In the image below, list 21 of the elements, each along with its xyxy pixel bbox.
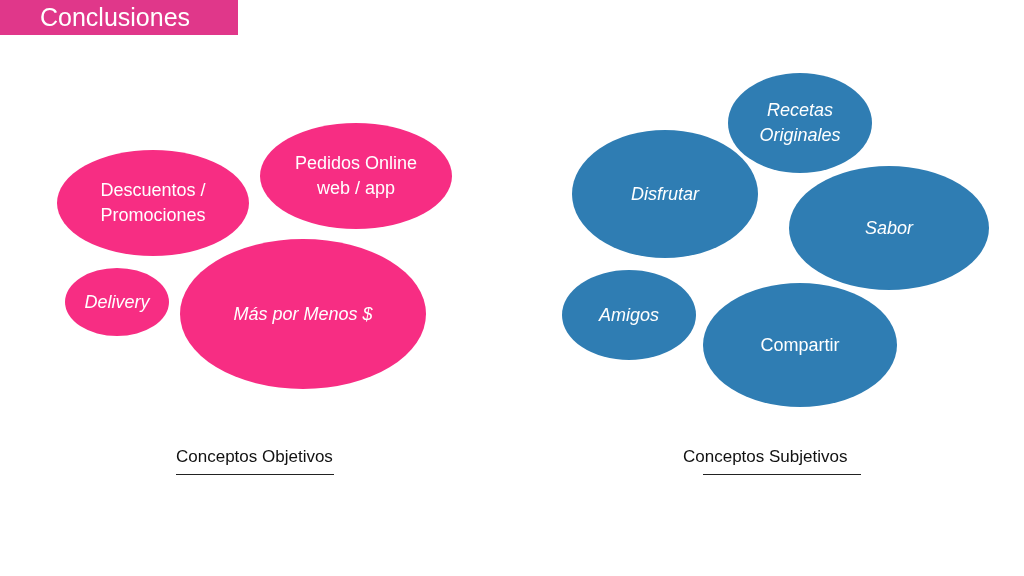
bubble — [703, 283, 897, 407]
bubble-label: Recetas Originales — [758, 99, 842, 147]
bubble — [572, 130, 758, 258]
bubble-label: Descuentos / Promociones — [99, 179, 207, 227]
bubble-label: Disfrutar — [630, 182, 701, 206]
bubble — [65, 268, 169, 336]
bubble — [728, 73, 872, 173]
caption-text: Conceptos Subjetivos — [683, 447, 848, 467]
bubble — [789, 166, 989, 290]
bubble — [562, 270, 696, 360]
bubble-label: Más por Menos $ — [232, 302, 374, 326]
bubble-label: Delivery — [83, 290, 151, 314]
bubble — [260, 123, 452, 229]
bubble — [57, 150, 249, 256]
title-banner: Conclusiones — [0, 0, 238, 35]
caption-text: Conceptos Objetivos — [176, 447, 333, 467]
bubble-label: Pedidos Online web / app — [293, 152, 419, 200]
bubble — [180, 239, 426, 389]
bubble-label: Amigos — [597, 303, 660, 327]
bubble-label: Compartir — [759, 333, 841, 357]
bubble-label: Sabor — [863, 216, 915, 240]
